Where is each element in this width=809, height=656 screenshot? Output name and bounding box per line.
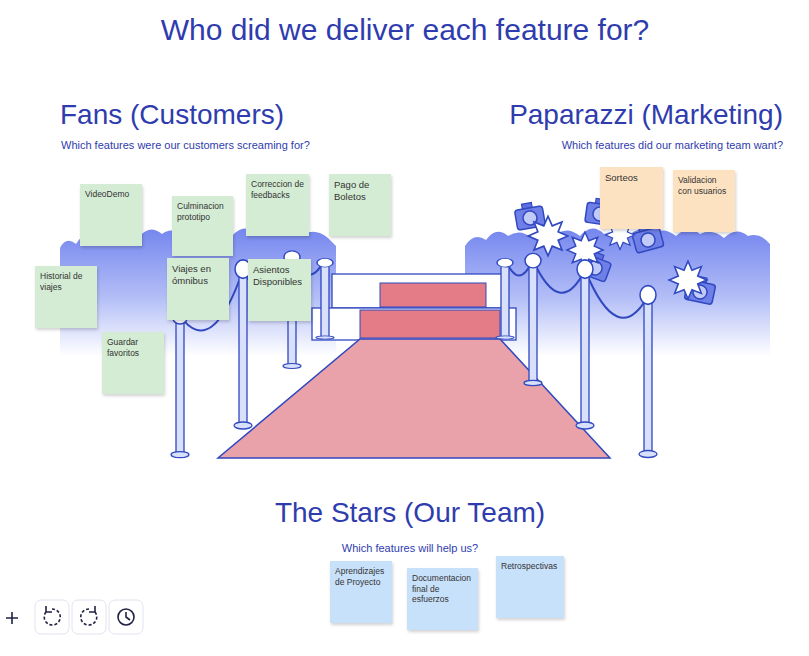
section-subtitle: Which features will help us? [342,542,478,554]
note-text: Validacion con usuarios [678,175,730,196]
sticky-note: Asientos Disponibles [248,259,311,321]
sticky-note: Validacion con usuarios [673,170,735,232]
note-text: Sorteos [605,172,658,184]
note-text: Guardar favoritos [107,337,159,358]
section-heading: Paparazzi (Marketing) [509,99,783,131]
note-text: Culminacion prototipo [177,201,228,222]
note-text: Documentacion final de esfuerzos [412,573,473,605]
section-heading: Fans (Customers) [60,99,284,131]
section-heading: The Stars (Our Team) [275,497,545,529]
note-text: Viajes en ómnibus [172,263,224,287]
section-subtitle: Which features did our marketing team wa… [562,139,783,151]
board-title: Who did we deliver each feature for? [161,13,650,47]
sticky-note: Correccion de feedbacks [246,174,309,236]
toolbar [6,600,143,634]
note-text: VideoDemo [85,189,137,200]
section-subtitle: Which features were our customers scream… [61,139,310,151]
note-text: Correccion de feedbacks [251,179,304,200]
note-text: Aprendizajes de Proyecto [335,566,387,587]
note-text: Retrospectivas [501,561,559,572]
sticky-note: Pago de Boletos [329,174,391,236]
sticky-note: Guardar favoritos [102,332,164,394]
note-text: Pago de Boletos [334,179,386,203]
sticky-note: VideoDemo [80,184,142,246]
sticky-note: Aprendizajes de Proyecto [330,561,392,623]
sticky-note: Documentacion final de esfuerzos [407,568,478,630]
sticky-note: Viajes en ómnibus [167,258,229,320]
sticky-note: Sorteos [600,167,663,229]
note-text: Historial de viajes [40,271,92,292]
note-text: Asientos Disponibles [253,264,306,288]
sticky-note: Culminacion prototipo [172,196,233,256]
sticky-note: Retrospectivas [496,556,564,618]
sticky-note: Historial de viajes [35,266,97,328]
